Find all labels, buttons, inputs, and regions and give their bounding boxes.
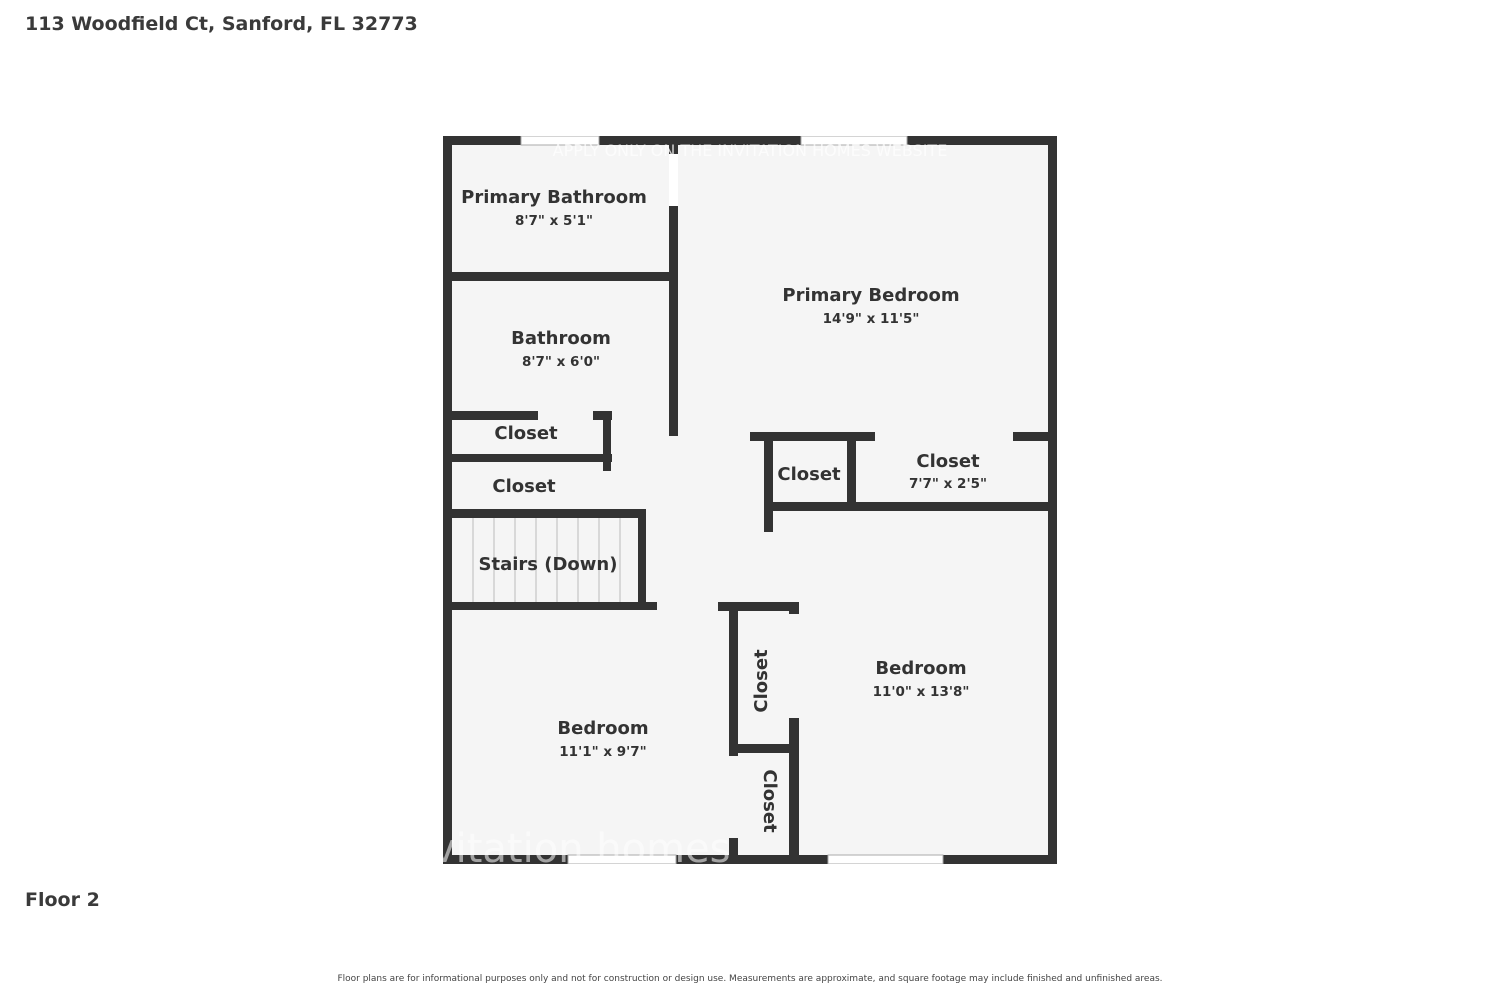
floor-plan-drawing: APPLY ONLY ON THE INVITATION HOMES WEBSI… xyxy=(443,136,1057,864)
floor-label: Floor 2 xyxy=(25,889,100,911)
room-name-bedroom-left: Bedroom xyxy=(557,718,648,739)
room-name-closet-upper-left: Closet xyxy=(494,423,558,444)
floor-plan: APPLY ONLY ON THE INVITATION HOMES WEBSI… xyxy=(443,136,1057,864)
room-name-closet-hall: Closet xyxy=(777,464,841,485)
room-dims-primary-bedroom: 14'9" x 11'5" xyxy=(823,311,920,327)
room-dims-bathroom: 8'7" x 6'0" xyxy=(522,354,600,370)
room-name-bedroom-right: Bedroom xyxy=(875,658,966,679)
room-name-bathroom: Bathroom xyxy=(511,328,611,349)
stair-treads xyxy=(472,518,621,602)
property-address: 113 Woodfield Ct, Sanford, FL 32773 xyxy=(25,13,418,35)
floor-area xyxy=(452,145,1048,855)
disclaimer-text: Floor plans are for informational purpos… xyxy=(337,974,1163,984)
room-name-closet-vertical-lower: Closet xyxy=(759,769,780,833)
logo-watermark: invitation homes xyxy=(443,826,731,864)
room-dims-closet-right: 7'7" x 2'5" xyxy=(909,476,987,492)
room-dims-primary-bathroom: 8'7" x 5'1" xyxy=(515,213,593,229)
room-name-closet-right: Closet xyxy=(916,451,980,472)
wall-openings xyxy=(520,136,1013,864)
room-name-primary-bathroom: Primary Bathroom xyxy=(461,187,647,208)
room-name-stairs: Stairs (Down) xyxy=(479,554,618,575)
room-dims-bedroom-right: 11'0" x 13'8" xyxy=(873,684,970,700)
room-dims-bedroom-left: 11'1" x 9'7" xyxy=(559,744,646,760)
banner-watermark: APPLY ONLY ON THE INVITATION HOMES WEBSI… xyxy=(553,141,948,160)
room-name-closet-vertical-upper: Closet xyxy=(751,649,772,713)
room-name-primary-bedroom: Primary Bedroom xyxy=(782,285,959,306)
room-name-closet-lower-left: Closet xyxy=(492,476,556,497)
